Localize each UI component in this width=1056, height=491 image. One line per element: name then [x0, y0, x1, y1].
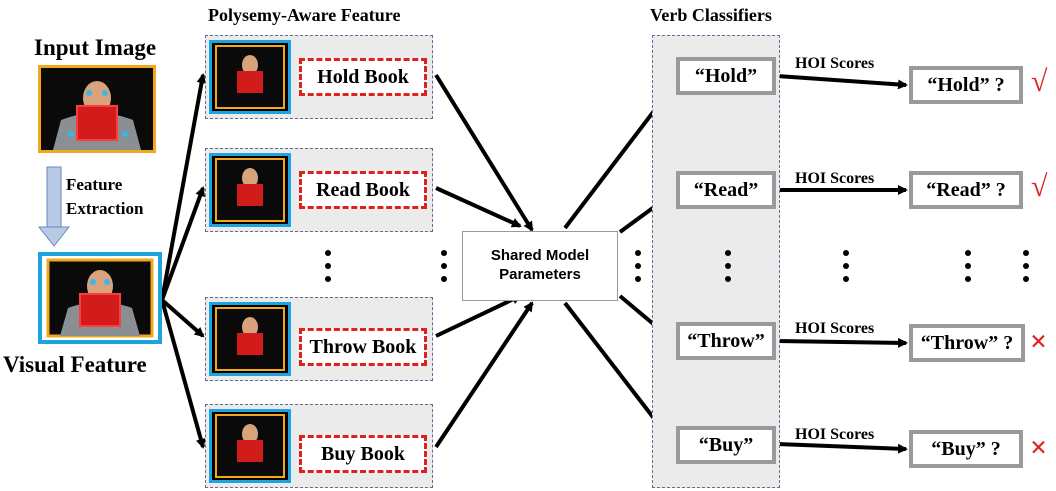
polysemy-title: Polysemy-Aware Feature — [208, 5, 401, 25]
verb-ellipsis — [725, 250, 731, 289]
feature-label-hold: Hold Book — [299, 58, 427, 96]
feature-thumbnail — [209, 302, 291, 376]
input-image — [38, 65, 156, 153]
feature-ellipsis-right — [441, 250, 447, 289]
query-box-throw: “Throw” ? — [909, 324, 1025, 362]
hoi-score-arrows — [776, 74, 908, 454]
check-mark-icon: √ — [1031, 170, 1048, 203]
feature-label-throw: Throw Book — [299, 328, 427, 366]
feature-panel-buy: Buy Book — [205, 404, 433, 488]
verb-classifier-panel — [652, 35, 780, 488]
hoi-scores-label: HOI Scores — [795, 170, 875, 187]
feature-ellipsis — [325, 250, 331, 289]
shared-model-parameters: Shared Model Parameters — [462, 231, 618, 301]
cross-mark-icon: × — [1030, 325, 1048, 358]
feature-panel-read: Read Book — [205, 148, 433, 232]
mark-ellipsis — [1023, 250, 1029, 289]
hoi-ellipsis — [843, 250, 849, 289]
person-reading-image — [46, 258, 154, 338]
verb-classifier-buy: “Buy” — [676, 426, 776, 464]
verb-classifiers-title: Verb Classifiers — [650, 5, 772, 25]
hoi-scores-label: HOI Scores — [795, 426, 875, 443]
query-box-read: “Read” ? — [909, 171, 1023, 209]
feature-extraction-label-line1: Feature — [66, 175, 123, 194]
verb-classifier-hold: “Hold” — [676, 57, 776, 95]
feature-thumbnail — [209, 40, 291, 114]
shared-label-line2: Parameters — [499, 266, 581, 283]
feature-panel-hold: Hold Book — [205, 35, 433, 119]
feature-thumbnail — [209, 409, 291, 483]
verb-classifier-read: “Read” — [676, 171, 776, 209]
query-box-buy: “Buy” ? — [909, 430, 1023, 468]
shared-ellipsis — [635, 250, 641, 289]
shared-label-line1: Shared Model — [490, 247, 590, 265]
person-reading-image — [41, 68, 153, 150]
cross-mark-icon: × — [1030, 431, 1048, 464]
visual-feature-image — [38, 252, 162, 344]
feature-thumbnail — [209, 153, 291, 227]
feature-extraction-label-line2: Extraction — [66, 199, 144, 218]
feature-extraction-arrow — [37, 166, 71, 247]
feature-label-read: Read Book — [299, 171, 427, 209]
feature-label-buy: Buy Book — [299, 435, 427, 473]
fanout-arrows — [160, 73, 207, 449]
visual-feature-title: Visual Feature — [3, 352, 147, 377]
hoi-scores-label: HOI Scores — [795, 55, 875, 72]
input-image-title: Input Image — [34, 35, 157, 60]
hoi-scores-label: HOI Scores — [795, 320, 875, 337]
query-ellipsis — [965, 250, 971, 289]
query-box-hold: “Hold” ? — [909, 66, 1023, 104]
to-shared-arrows — [434, 73, 534, 449]
feature-panel-throw: Throw Book — [205, 297, 433, 381]
check-mark-icon: √ — [1031, 65, 1048, 98]
verb-classifier-throw: “Throw” — [676, 322, 776, 360]
